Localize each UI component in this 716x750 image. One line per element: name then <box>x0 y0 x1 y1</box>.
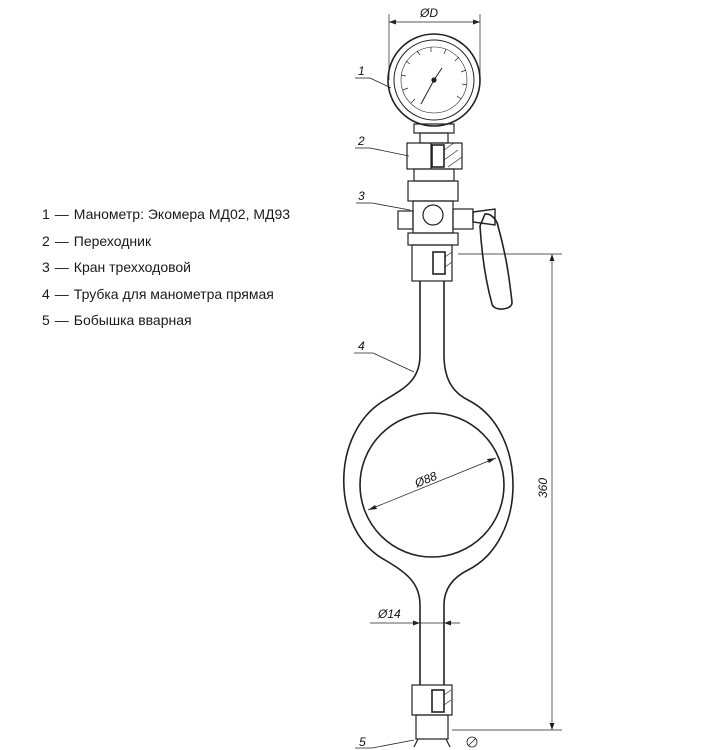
callout-2: 2 <box>357 134 365 148</box>
callout-4: 4 <box>358 339 365 353</box>
tube-diameter-label: Ø14 <box>377 607 401 621</box>
loop-diameter-dimension: Ø88 <box>367 457 497 511</box>
legend-item-5: 5—Бобышка вварная <box>42 312 192 328</box>
loop-diameter-label: Ø88 <box>412 469 440 491</box>
pressure-gauge <box>387 33 481 144</box>
siphon-tube <box>343 281 514 685</box>
legend-item-3: 3—Кран трехходовой <box>42 259 191 275</box>
callout-3: 3 <box>358 189 365 203</box>
callout-1: 1 <box>358 64 365 78</box>
height-label: 360 <box>536 478 550 498</box>
parts-legend: 1—Манометр: Экомера МД02, МД93 2—Переход… <box>42 201 290 334</box>
gauge-diameter-label: ØD <box>419 6 438 20</box>
callout-5: 5 <box>359 735 366 749</box>
weld-boss <box>411 684 478 748</box>
gauge-needle <box>420 79 435 105</box>
callouts: 1 2 3 4 5 <box>354 64 415 749</box>
tube-diameter-dimension: Ø14 <box>370 607 460 626</box>
legend-item-2: 2—Переходник <box>42 232 152 249</box>
legend-item-4: 4—Трубка для манометра прямая <box>42 285 274 302</box>
legend-item-1: 1—Манометр: Экомера МД02, МД93 <box>42 206 291 222</box>
adapter <box>406 142 463 182</box>
gauge-ticks <box>400 47 468 104</box>
three-way-valve <box>397 180 513 310</box>
gauge-diameter-dimension: ØD <box>388 6 481 80</box>
height-dimension: 360 <box>452 253 562 731</box>
